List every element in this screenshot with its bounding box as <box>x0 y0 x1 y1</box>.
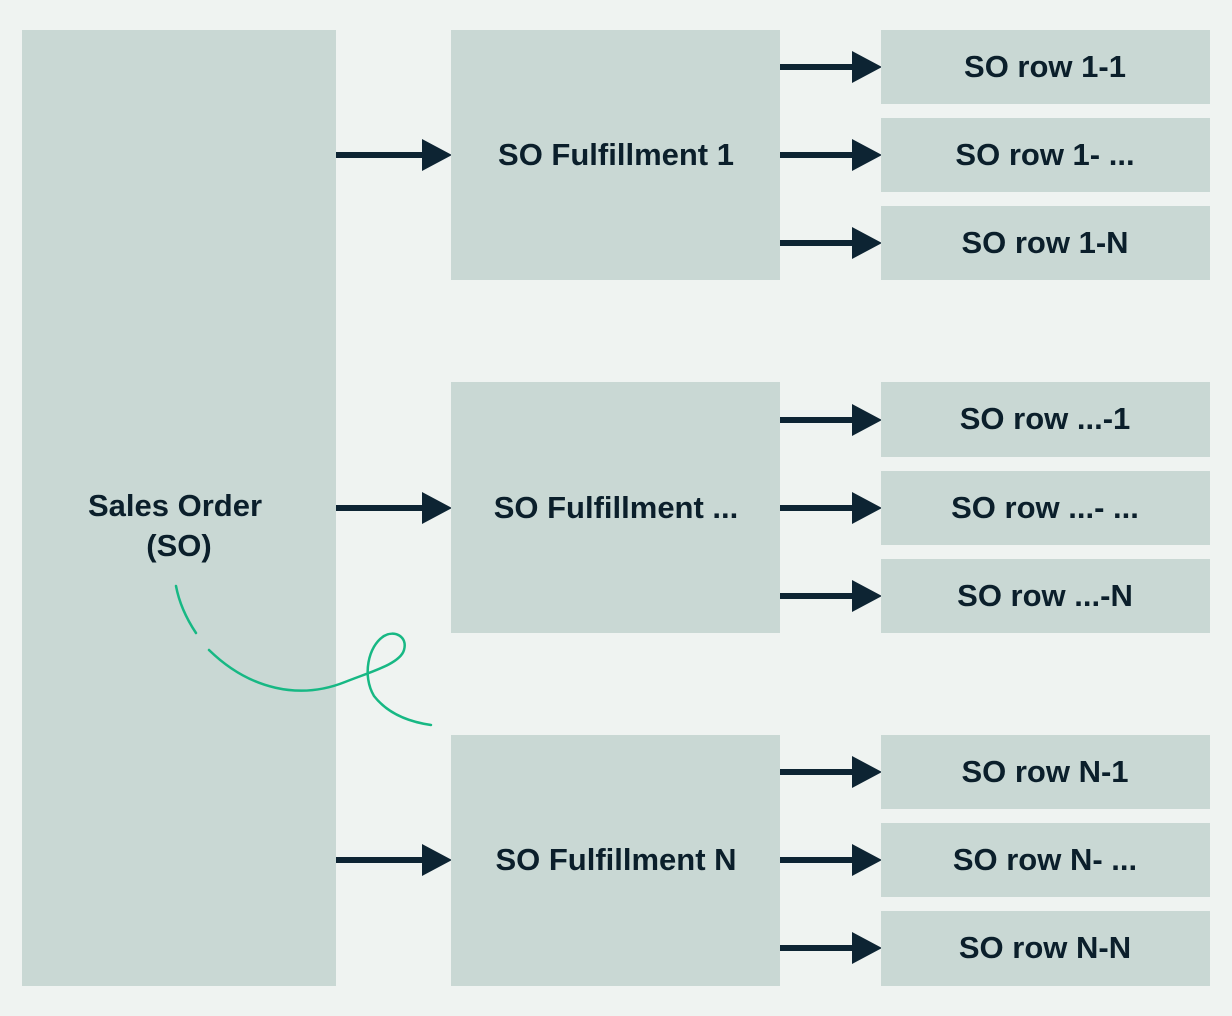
sales-order-label-line1: Sales Order <box>88 488 262 523</box>
row-label-3-3: SO row N-N <box>959 930 1131 965</box>
fulfillment-label-3: SO Fulfillment N <box>495 842 736 877</box>
curl-decoration <box>174 584 433 727</box>
fulfillment-label-2: SO Fulfillment ... <box>494 490 739 525</box>
row-box-1-2 <box>881 118 1210 192</box>
arrow-fulfillment-2-row-3 <box>780 580 882 612</box>
row-label-2-1: SO row ...-1 <box>960 401 1131 436</box>
arrow-so-to-fulfillment-1 <box>336 139 452 171</box>
row-box-3-2 <box>881 823 1210 897</box>
sales-order-label-line2: (SO) <box>146 528 211 563</box>
row-box-2-1 <box>881 382 1210 457</box>
row-label-1-2: SO row 1- ... <box>955 137 1134 172</box>
arrow-fulfillment-3-row-1 <box>780 756 882 788</box>
arrow-so-to-fulfillment-2 <box>336 492 452 524</box>
row-label-3-2: SO row N- ... <box>953 842 1137 877</box>
row-label-1-1: SO row 1-1 <box>964 49 1126 84</box>
arrow-fulfillment-1-row-3 <box>780 227 882 259</box>
arrow-fulfillment-1-row-1 <box>780 51 882 83</box>
arrow-fulfillment-1-row-2 <box>780 139 882 171</box>
row-box-3-1 <box>881 735 1210 809</box>
curl-stroke-loop <box>207 632 433 727</box>
fulfillment-box-1 <box>451 30 780 280</box>
sales-order-rect <box>22 30 336 986</box>
row-box-3-3 <box>881 911 1210 986</box>
row-label-2-2: SO row ...- ... <box>951 490 1139 525</box>
row-box-1-3 <box>881 206 1210 280</box>
arrow-so-to-fulfillment-3 <box>336 844 452 876</box>
row-box-2-2 <box>881 471 1210 545</box>
fulfillment-label-1: SO Fulfillment 1 <box>498 137 734 172</box>
sales-order-box: Sales Order (SO) <box>22 30 336 986</box>
row-box-2-3 <box>881 559 1210 633</box>
fulfillment-group-2: SO Fulfillment ... SO row ...-1 SO row .… <box>336 382 1210 633</box>
arrow-fulfillment-3-row-3 <box>780 932 882 964</box>
arrow-fulfillment-2-row-2 <box>780 492 882 524</box>
fulfillment-group-1: SO Fulfillment 1 SO row 1-1 SO row 1- ..… <box>336 30 1210 280</box>
fulfillment-group-3: SO Fulfillment N SO row N-1 SO row N- ..… <box>336 735 1210 986</box>
row-box-1-1 <box>881 30 1210 104</box>
row-label-2-3: SO row ...-N <box>957 578 1133 613</box>
row-label-3-1: SO row N-1 <box>961 754 1128 789</box>
arrow-fulfillment-3-row-2 <box>780 844 882 876</box>
fulfillment-box-2 <box>451 382 780 633</box>
arrow-fulfillment-2-row-1 <box>780 404 882 436</box>
row-label-1-3: SO row 1-N <box>961 225 1128 260</box>
curl-stroke-top <box>174 584 198 635</box>
fulfillment-box-3 <box>451 735 780 986</box>
